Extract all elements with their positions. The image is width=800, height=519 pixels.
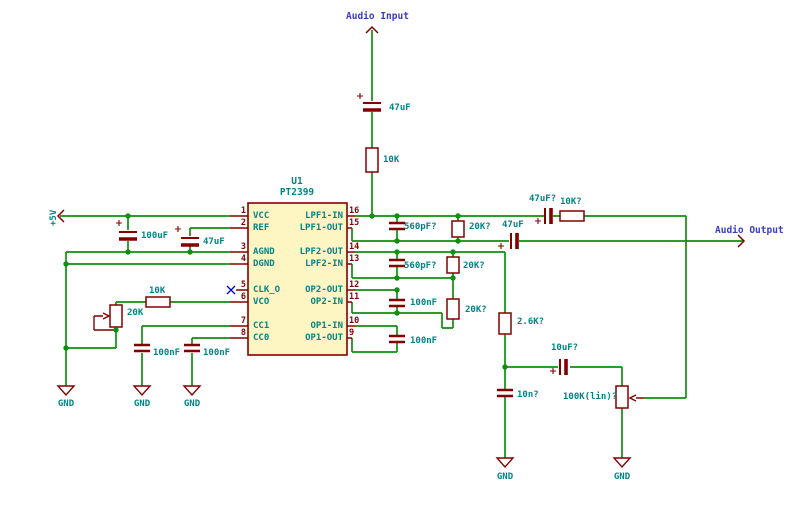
no-connect-x-icon (226, 285, 236, 295)
pin-number-6: 6 (240, 292, 246, 302)
pin-name-lpf1-out: LPF1-OUT (299, 223, 343, 233)
value-cc0-cap: 100nF (203, 348, 231, 358)
gnd-symbol-left-rail (56, 385, 76, 397)
pin-number-7: 7 (240, 316, 246, 326)
value-vco-resistor: 10K (149, 286, 166, 296)
resistor-send-2k6 (498, 312, 512, 335)
audio-output-arrow (737, 234, 746, 248)
gnd-label-left-rail: GND (57, 399, 75, 409)
pin-name-lpf2-out: LPF2-OUT (299, 247, 343, 257)
plus5v-arrow (56, 209, 65, 223)
plus5v-label: +5V (49, 209, 59, 226)
pot-feedback-wiper-arrow (628, 394, 644, 402)
pin-number-11: 11 (349, 292, 360, 302)
ic-body-pt2399 (247, 202, 348, 356)
junction-dots (63, 213, 508, 370)
value-feedback-pot: 100K(lin)? (563, 392, 618, 402)
pin-name-cc1: CC1 (253, 321, 270, 331)
audio-input-label: Audio Input (346, 11, 409, 22)
ic-value: PT2399 (279, 187, 315, 198)
potentiometer-delay-20k-body (109, 304, 123, 328)
gnd-label-pot: GND (613, 472, 631, 482)
value-delay-pot: 20K (127, 308, 144, 318)
gnd-symbol-pot (612, 457, 632, 469)
pin-name-ref: REF (253, 223, 270, 233)
value-lpf2-resistor: 20K? (463, 261, 485, 271)
pin-number-13: 13 (349, 254, 360, 264)
pin-number-5: 5 (240, 280, 246, 290)
pin-name-vcc: VCC (253, 211, 270, 221)
gnd-symbol-cc1 (132, 385, 152, 397)
resistor-op2-20k (446, 298, 460, 320)
value-send-resistor: 2.6K? (517, 317, 545, 327)
gnd-symbol-cc0 (182, 385, 202, 397)
value-lpf2-cap: 560pF? (404, 261, 437, 271)
gnd-label-cc0: GND (183, 399, 201, 409)
pin-name-vco: VCO (253, 297, 270, 307)
ic-pin-stubs-right (347, 215, 355, 339)
gnd-label-cc1: GND (133, 399, 151, 409)
resistor-vco-10k (145, 296, 171, 308)
resistor-feedback-10k (559, 210, 585, 222)
resistor-lpf1-20k (451, 220, 465, 238)
pin-number-8: 8 (240, 328, 246, 338)
pin-number-12: 12 (349, 280, 360, 290)
pin-name-agnd: AGND (253, 247, 275, 257)
gnd-label-tone: GND (496, 472, 514, 482)
pin-number-4: 4 (240, 254, 246, 264)
value-op1-cap: 100nF (410, 336, 438, 346)
wire-feedback-network (504, 366, 623, 458)
pot-delay-wiper-arrow (93, 312, 116, 331)
value-output-cap: 47uF (502, 220, 524, 230)
audio-output-label: Audio Output (715, 225, 784, 236)
pin-number-1: 1 (240, 206, 246, 216)
pin-name-clk-o: CLK_O (253, 285, 281, 295)
audio-input-arrow (365, 25, 379, 34)
resistor-input-10k (365, 147, 379, 173)
pin-name-dgnd: DGND (253, 259, 275, 269)
capacitors-nonpolarized-plates (134, 221, 513, 398)
capacitors-polarized-positive-plates (119, 102, 561, 375)
value-input-resistor: 10K (383, 155, 400, 165)
value-lpf1-cap: 560pF? (404, 222, 437, 232)
ic-reference: U1 (291, 176, 303, 187)
wire-left-power-ground (60, 215, 230, 386)
pin-number-14: 14 (349, 242, 360, 252)
value-feedback-cap: 47uF? (529, 194, 557, 204)
value-op2-cap: 100nF (410, 298, 438, 308)
polarity-plus-marks (116, 93, 556, 374)
gnd-symbol-tone (495, 457, 515, 469)
value-ref-cap: 47uF (203, 237, 225, 247)
value-input-cap: 47uF (389, 103, 411, 113)
pin-name-lpf1-in: LPF1-IN (305, 211, 343, 221)
value-lpf1-resistor: 20K? (469, 222, 491, 232)
pin-name-op2-out: OP2-OUT (305, 285, 343, 295)
value-send-cap: 10uF? (551, 343, 579, 353)
pin-name-op2-in: OP2-IN (310, 297, 343, 307)
value-op2-resistor: 20K? (465, 305, 487, 315)
value-cc1-cap: 100nF (153, 348, 181, 358)
pin-number-2: 2 (240, 218, 246, 228)
pin-name-lpf2-in: LPF2-IN (305, 259, 343, 269)
pin-number-16: 16 (349, 206, 360, 216)
potentiometer-feedback-100k-body (615, 385, 629, 409)
pin-number-10: 10 (349, 316, 360, 326)
pin-name-op1-in: OP1-IN (310, 321, 343, 331)
pin-name-op1-out: OP1-OUT (305, 333, 343, 343)
value-tone-cap: 10n? (517, 390, 539, 400)
resistor-lpf2-20k (446, 256, 460, 274)
pin-number-15: 15 (349, 218, 360, 228)
pin-name-cc0: CC0 (253, 333, 270, 343)
capacitors-polarized-negative-plates (119, 108, 568, 375)
value-bulk-cap: 100uF (141, 231, 169, 241)
ic-pin-stubs-left (230, 215, 248, 339)
pin-number-3: 3 (240, 242, 246, 252)
value-feedback-resistor: 10K? (560, 197, 582, 207)
pin-number-9: 9 (349, 328, 355, 338)
